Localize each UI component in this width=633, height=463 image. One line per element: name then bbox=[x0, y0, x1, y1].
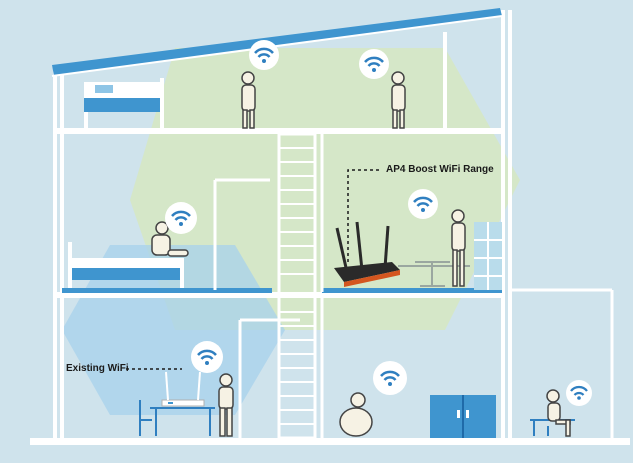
person-icon-sitting bbox=[339, 392, 373, 437]
wifi-icon bbox=[165, 202, 197, 234]
wifi-icon bbox=[373, 361, 407, 395]
wifi-badges bbox=[165, 40, 592, 406]
person-icon-standing bbox=[451, 209, 466, 287]
person-icon-lower-left bbox=[218, 373, 234, 437]
interior-walls bbox=[213, 134, 324, 440]
person-icon-attic-left bbox=[241, 71, 256, 129]
cabinet-icon bbox=[430, 395, 496, 438]
person-icon-attic-right bbox=[391, 71, 406, 129]
boost-callout-line bbox=[347, 169, 380, 262]
desk-icon bbox=[139, 400, 215, 436]
person-icon-bed bbox=[151, 221, 189, 257]
bed-icon bbox=[84, 78, 164, 128]
wifi-icon bbox=[408, 189, 438, 219]
existing-coverage-zone bbox=[62, 245, 285, 415]
floor-accent-right bbox=[322, 288, 502, 293]
bed-icon-2 bbox=[68, 242, 184, 288]
wifi-icon bbox=[359, 49, 389, 79]
router-icon bbox=[334, 221, 400, 287]
people bbox=[151, 71, 571, 437]
wifi-icon bbox=[191, 341, 223, 373]
annex-building bbox=[510, 288, 614, 440]
roof-beam bbox=[52, 8, 502, 76]
person-icon-annex bbox=[546, 389, 571, 437]
floor-accent-left bbox=[62, 288, 272, 293]
staircase-icon bbox=[277, 132, 317, 440]
boost-range-label: AP4 Boost WiFi Range bbox=[386, 164, 494, 175]
wifi-icon bbox=[249, 40, 279, 70]
existing-router-icon bbox=[161, 371, 205, 407]
office-chair-icon bbox=[398, 261, 470, 287]
roof-line bbox=[51, 15, 503, 77]
existing-wifi-label: Existing WiFi bbox=[66, 363, 129, 374]
shelf-icon bbox=[474, 222, 502, 290]
wifi-icon bbox=[566, 380, 592, 406]
